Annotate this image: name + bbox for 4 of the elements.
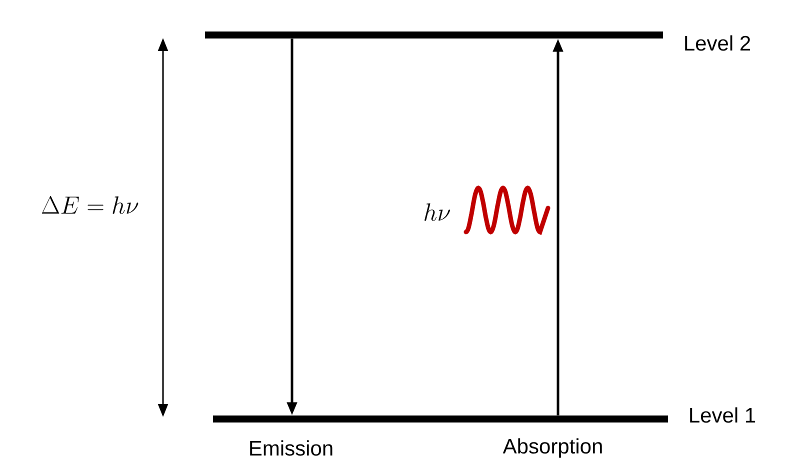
photon-energy-formula: $h\nu$ [424, 203, 450, 221]
energy-formula: $\Delta E = h\nu$ [42, 196, 138, 214]
energy-level-line: Level 1 [213, 407, 756, 423]
energy-level-line: Level 2 [205, 32, 750, 51]
